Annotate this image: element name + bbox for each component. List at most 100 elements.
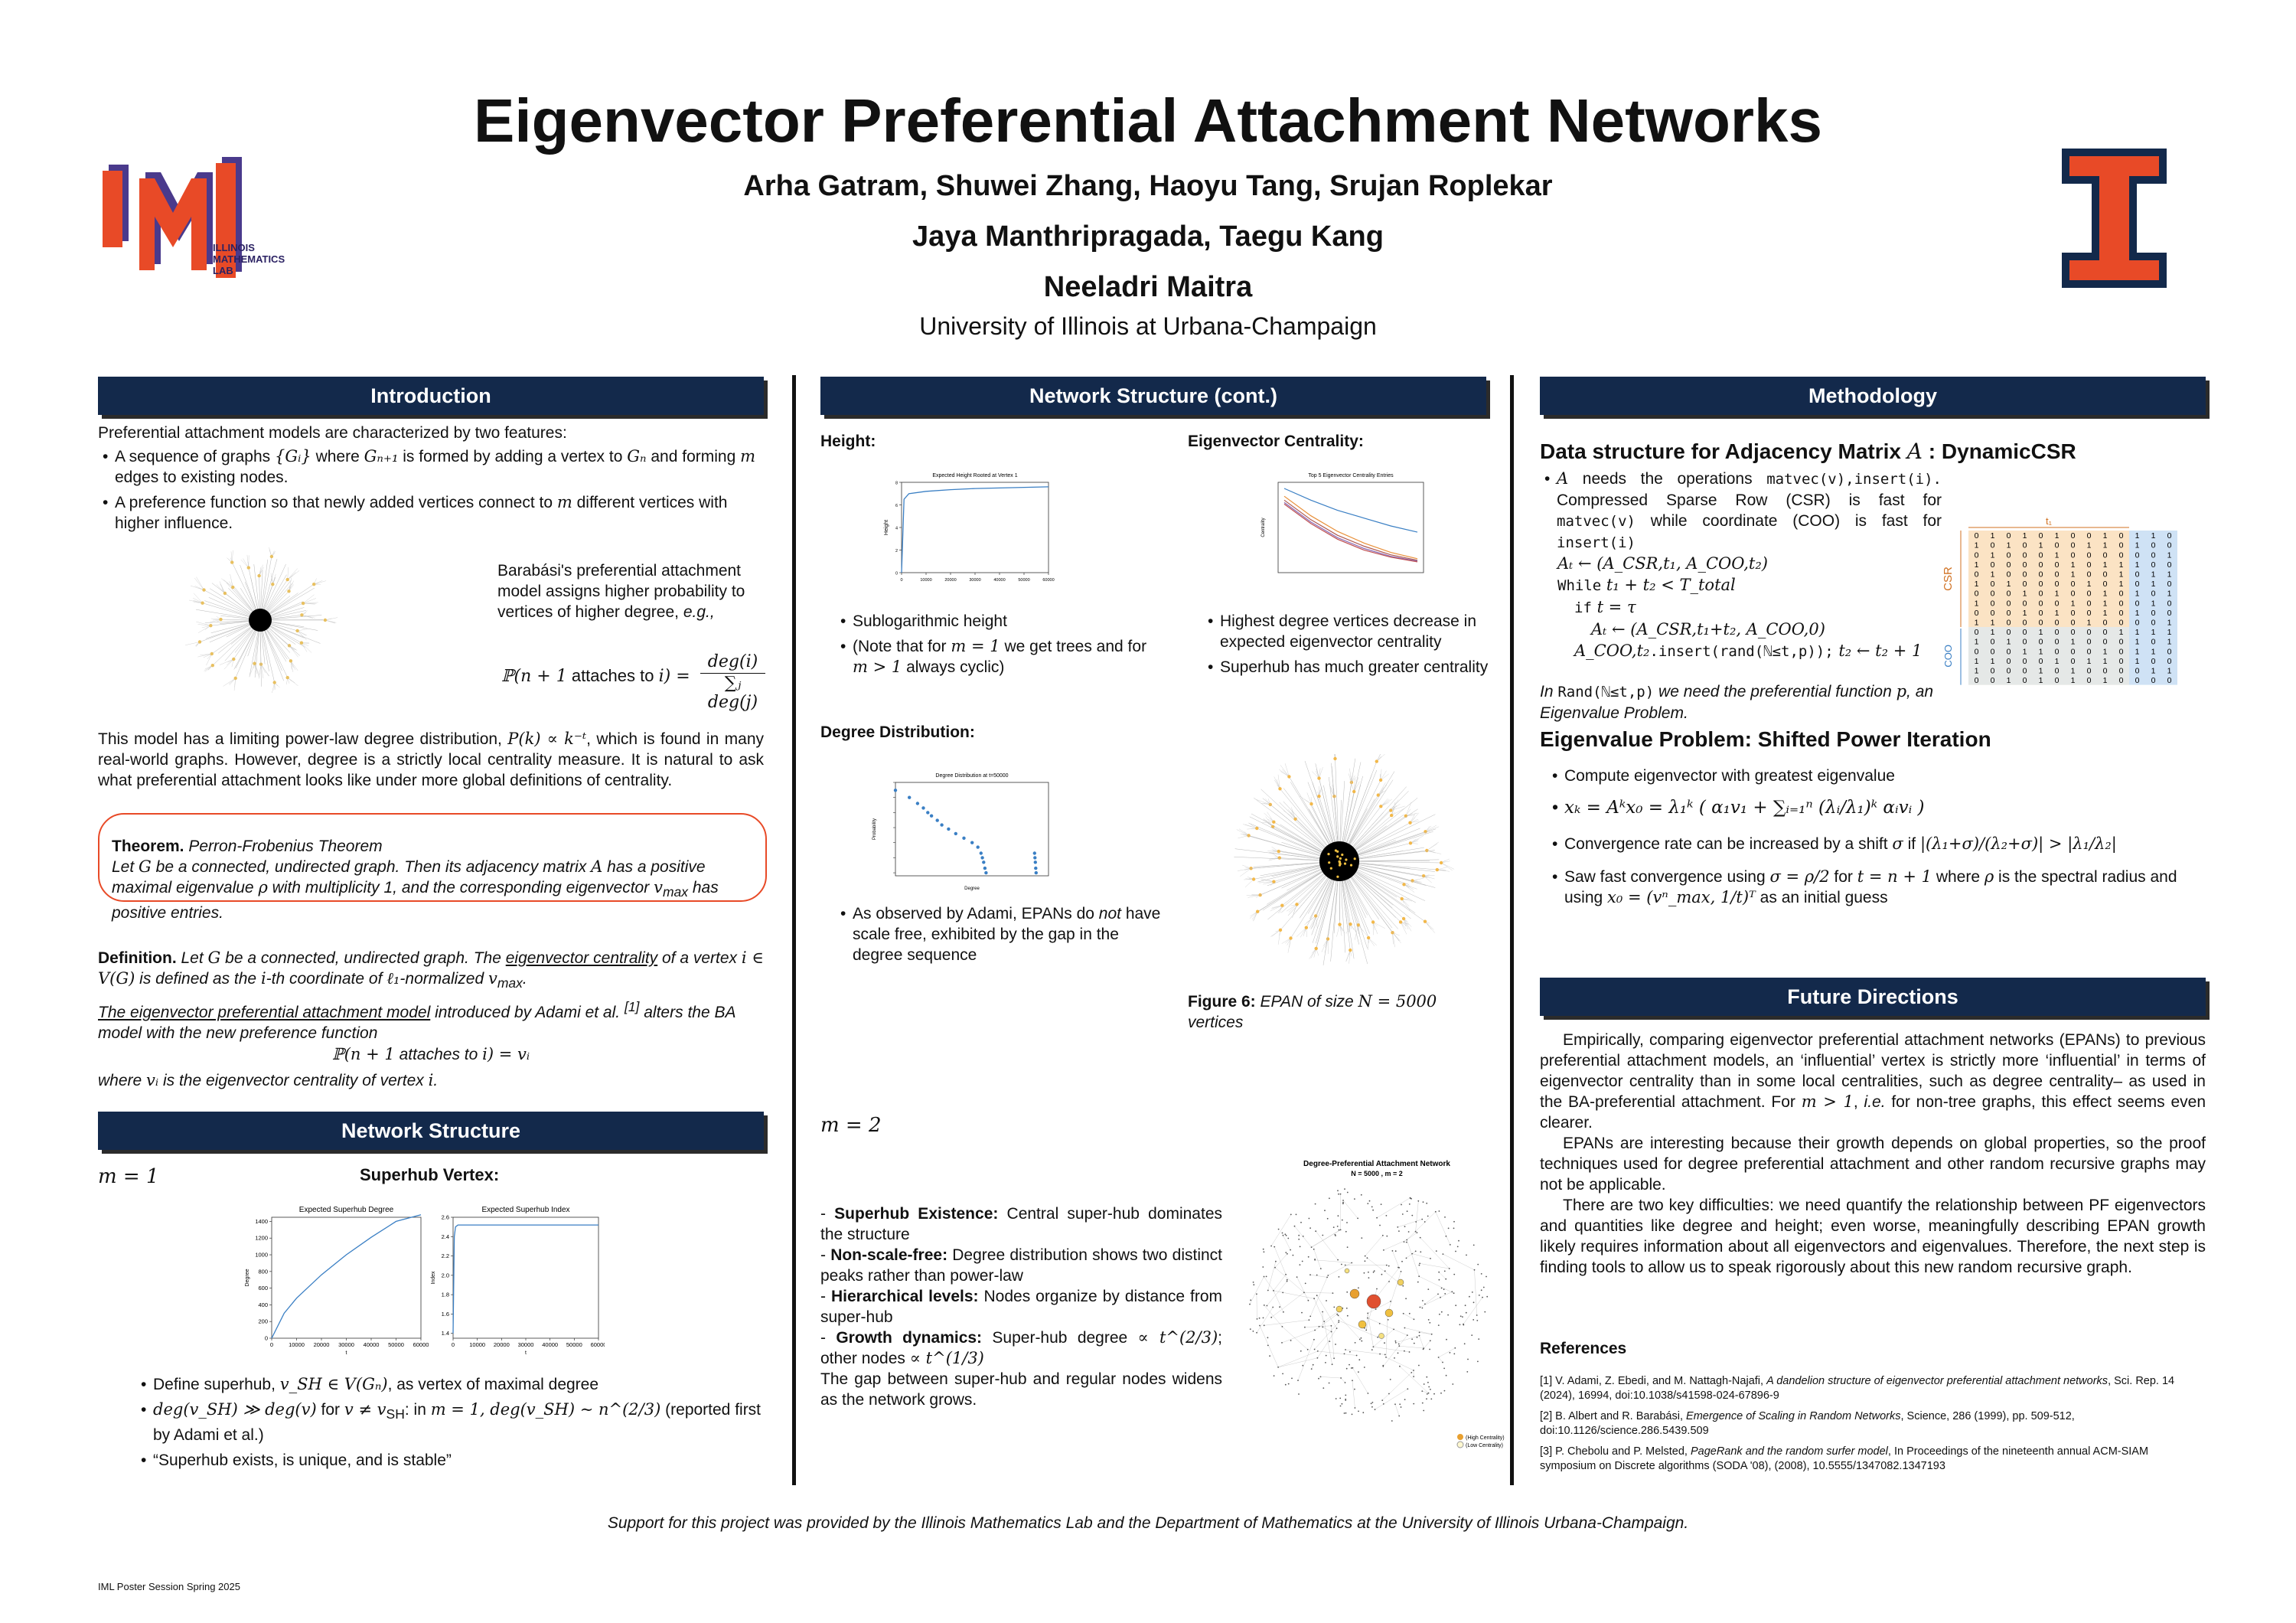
finding-hierarchical: - Hierarchical levels: Nodes organize by… [820,1288,1223,1326]
data-point [940,823,944,827]
matrix-entry: 0 [1975,676,1979,685]
coo-region-right [2129,531,2177,685]
network-img-subtitle: N = 5000 , m = 2 [1351,1170,1403,1177]
matrix-entry: 0 [2151,550,2156,560]
reference-3: [3] P. Chebolu and P. Melsted, PageRank … [1540,1445,2149,1472]
matrix-entry: 0 [2039,531,2043,540]
eig-bullet-3: Convergence rate can be increased by a s… [1552,834,2213,854]
matrix-entry: 0 [2167,599,2172,608]
coo-region-bottom [1968,627,2129,685]
matrix-entry: 0 [1991,667,1995,676]
matrix-entry: 1 [2039,667,2043,676]
matrix-entry: 1 [2071,638,2076,647]
matrix-entry: 0 [1975,589,1979,599]
chart-title: Expected Height Rooted at Vertex 1 [932,473,1017,478]
matrix-entry: 0 [2167,531,2172,540]
series-line [1283,488,1418,533]
matrix-entry: 0 [2103,619,2108,628]
matrix-entry: 0 [2119,657,2124,666]
degree-bullet-1: As observed by Adami, EPANs do not have … [840,903,1165,965]
algo-line-1: Aₜ ← (A_CSR,t₁, A_COO,t₂) [1557,554,1768,573]
logo-text-2: MATHEMATICS [213,253,285,265]
epam-paragraph: The eigenvector preferential attachment … [98,999,735,1042]
matrix-entry: 0 [2007,589,2011,599]
matrix-entry: 1 [2167,550,2172,560]
illinois-block-i-logo [2059,145,2170,291]
dandelion-graph [185,542,338,697]
data-point [980,856,984,860]
introduction-banner: Introduction [98,377,764,415]
matrix-entry: 0 [1991,676,1995,685]
network-hub-node [1366,1294,1381,1309]
matrix-entry: 0 [1975,647,1979,656]
y-tick-label: 2.0 [442,1272,449,1278]
degree-distribution-heading: Degree Distribution: [820,723,975,741]
intro-bullets: A sequence of graphs {Gᵢ} where Gₙ₊₁ is … [98,446,764,534]
chart-frame [895,782,1049,877]
matrix-entry: 0 [2007,628,2011,637]
matrix-entry: 0 [2119,638,2124,647]
perron-frobenius-theorem-box: Theorem. Perron-Frobenius Theorem Let G … [98,813,767,922]
network-hub-node [1384,1308,1394,1318]
matrix-entry: 1 [2087,657,2092,666]
chart-title: Top 5 Eigenvector Centrality Entries [1308,473,1394,478]
methodology-banner: Methodology [1540,377,2206,415]
x-tick-label: 50000 [1018,578,1029,583]
reference-1: [1] V. Adami, Z. Ebedi, and M. Nattagh-N… [1540,1375,2175,1402]
superhub-bullet-1: Define superhub, v_SH ∈ V(Gₙ), as vertex… [141,1374,764,1395]
matrix-entry: 1 [2167,667,2172,676]
network-hub-node [1358,1320,1367,1329]
matrix-entry: 0 [2039,570,2043,580]
matrix-entry: 1 [2135,638,2140,647]
eigenvector-centrality-definition: Definition. Let G be a connected, undire… [98,949,764,991]
matrix-entry: 1 [2071,570,2076,580]
matrix-entry: 0 [2055,667,2060,676]
x-tick-label: 10000 [289,1341,305,1348]
x-tick-label: 20000 [944,578,956,583]
matrix-entry: 1 [1975,541,1979,550]
matrix-entry: 0 [2007,657,2011,666]
matrix-entry: 0 [2007,570,2011,580]
matrix-entry: 0 [2007,667,2011,676]
matrix-entry: 1 [2103,609,2108,618]
matrix-entry: 0 [2007,531,2011,540]
matrix-entry: 1 [2055,531,2060,540]
algo-line-3: if t = τ [1574,598,1636,616]
matrix-entry: 0 [2167,676,2172,685]
matrix-entry: 0 [2055,628,2060,637]
rand-note: In Rand(ℕ≤t,p) we need the preferential … [1540,682,1934,722]
matrix-entry: 0 [1991,589,1995,599]
chart-frame [1277,482,1424,573]
session-label: IML Poster Session Spring 2025 [98,1581,240,1592]
matrix-entry: 0 [2055,599,2060,608]
x-tick-label: 50000 [388,1341,404,1348]
matrix-entry: 0 [1975,570,1979,580]
matrix-entry: 1 [2071,599,2076,608]
y-tick-label: 600 [258,1285,268,1292]
matrix-entry: 0 [2071,657,2076,666]
superhub-heading: Superhub Vertex: [360,1165,500,1184]
data-point [979,851,983,855]
y-tick-label: 6 [895,504,898,508]
m2-network-figure: Degree-Preferential Attachment Network N… [1244,1152,1510,1458]
series-line [1283,501,1418,562]
matrix-entry: 0 [2071,531,2076,540]
matrix-entry: 0 [2023,619,2027,628]
matrix-entry: 1 [2135,531,2140,540]
x-axis-label: Degree [964,887,980,891]
matrix-entry: 0 [1991,541,1995,550]
matrix-entry: 1 [1991,619,1995,628]
column-divider-2 [1510,375,1514,1485]
matrix-entry: 1 [1991,628,1995,637]
network-legend-1: (High Centrality) [1466,1435,1505,1441]
matrix-entry: 1 [2151,647,2156,656]
matrix-entry: 1 [2007,638,2011,647]
matrix-entry: 1 [1975,560,1979,570]
matrix-entry: 1 [2103,647,2108,656]
matrix-entry: 1 [2135,628,2140,637]
matrix-entry: 0 [1991,580,1995,589]
support-acknowledgement: Support for this project was provided by… [607,1514,1689,1532]
